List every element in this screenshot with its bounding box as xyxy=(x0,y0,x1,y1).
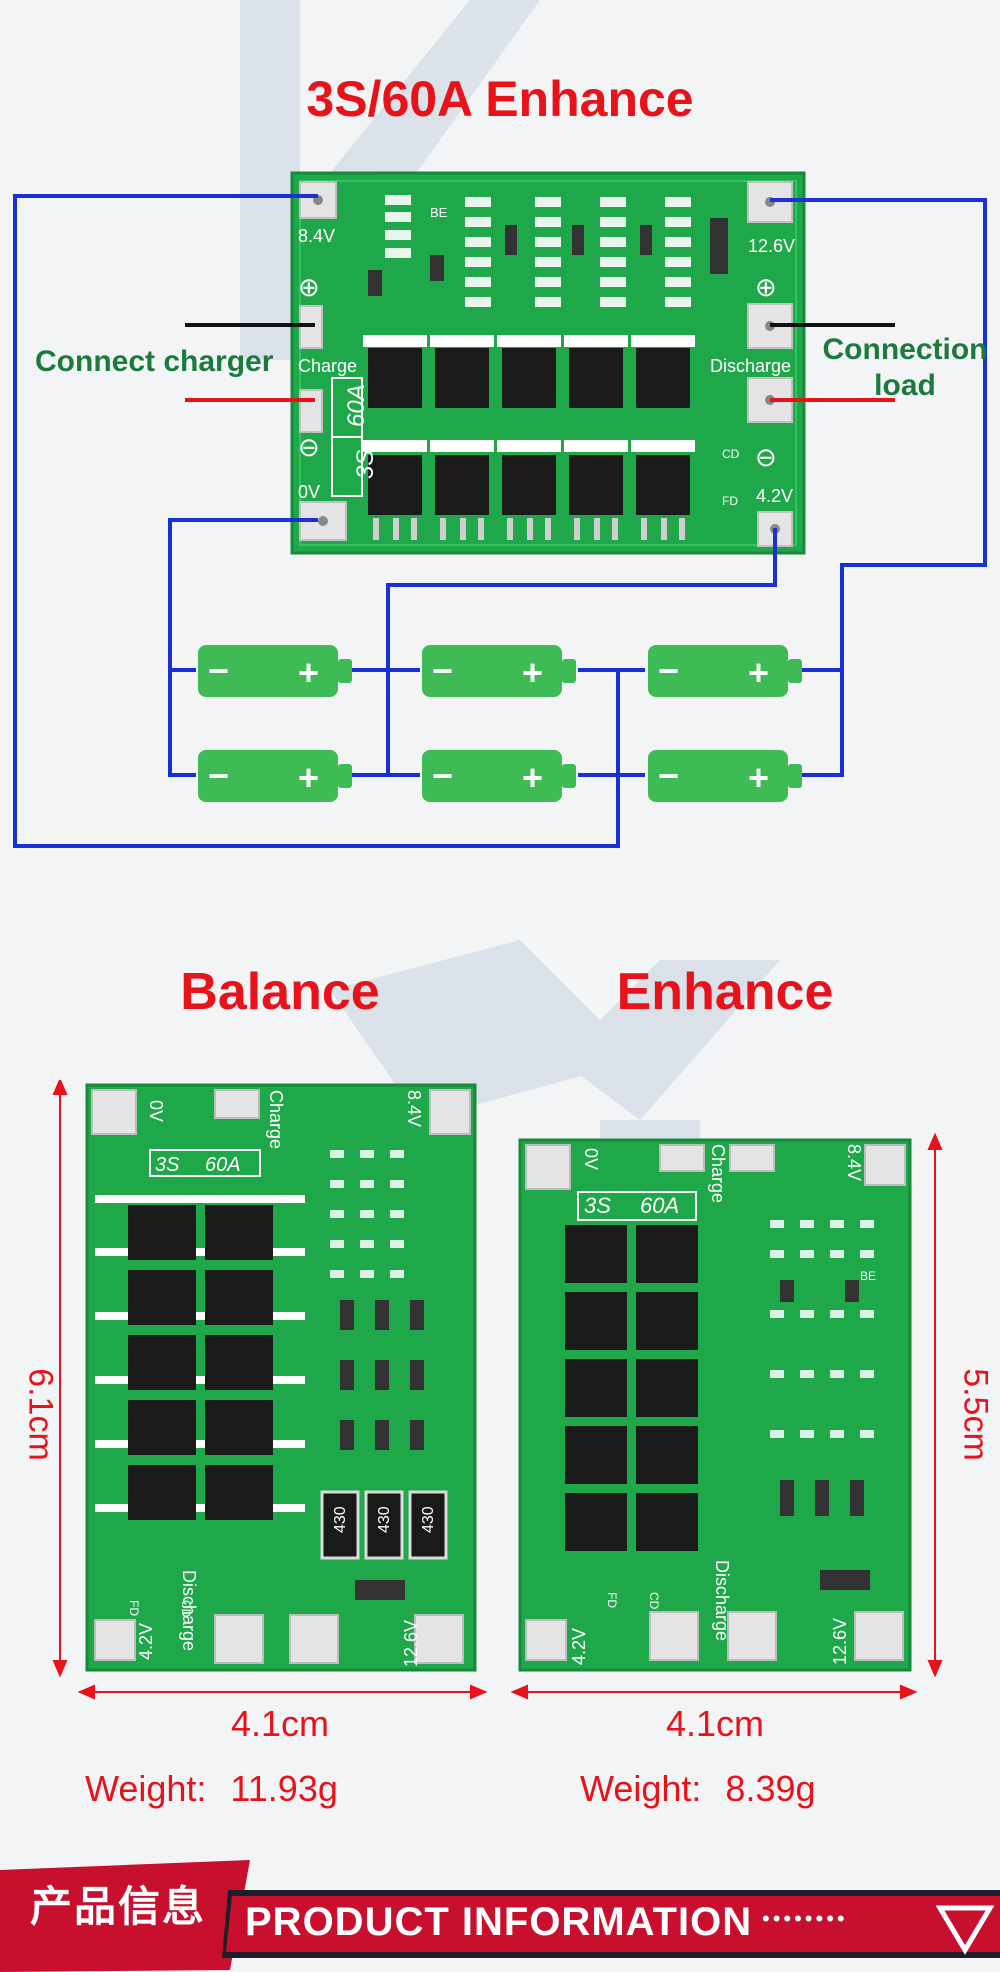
battery-cells xyxy=(198,645,802,802)
silk-12v6-label: 12.6V xyxy=(748,236,795,256)
enhance-weight-value: 8.39g xyxy=(725,1768,816,1809)
battery-4 xyxy=(198,750,352,802)
mosfet-array xyxy=(363,335,695,540)
enhance-silk-discharge: Discharge xyxy=(712,1560,732,1641)
balance-silk-4v2: 4.2V xyxy=(136,1623,156,1660)
connection-load-line-2: load xyxy=(874,369,936,402)
battery-6 xyxy=(648,750,802,802)
battery-5-plus: + xyxy=(522,757,543,798)
balance-silk-discharge: Discharge xyxy=(179,1570,199,1651)
balance-silk-charge: Charge xyxy=(266,1090,286,1149)
balance-silk-12v6: 12.6V xyxy=(401,1620,421,1667)
balance-resistor-3-code: 430 xyxy=(420,1506,437,1533)
battery-6-plus: + xyxy=(748,757,769,798)
triangle-icon xyxy=(935,1905,995,1955)
silk-4v2-label: 4.2V xyxy=(756,486,793,506)
battery-1-minus: − xyxy=(208,650,229,691)
enhance-weight: Weight: 8.39g xyxy=(580,1768,816,1810)
enhance-silk-cd: CD xyxy=(647,1592,661,1610)
silk-model-60a: 60A xyxy=(343,384,370,427)
wiring-diagram: 8.4V Charge 0V ⊕ ⊖ 12.6V Discharge 4.2V … xyxy=(13,171,987,848)
battery-1 xyxy=(198,645,352,697)
balance-silk-3s: 3S xyxy=(155,1154,180,1176)
balance-title: Balance xyxy=(180,963,380,1021)
balance-silk-fd: FD xyxy=(127,1600,141,1616)
banner-cn-label: 产品信息 xyxy=(30,1883,207,1930)
battery-4-plus: + xyxy=(298,757,319,798)
silk-minus-symbol: ⊖ xyxy=(298,432,320,462)
enhance-silk-60a: 60A xyxy=(640,1193,679,1218)
dimension-lines xyxy=(52,1080,943,1700)
battery-3-plus: + xyxy=(748,652,769,693)
enhance-silk-fd: FD xyxy=(605,1592,619,1608)
enhance-pcb-board xyxy=(518,1138,912,1672)
battery-4-minus: − xyxy=(208,755,229,796)
silk-fd-label: FD xyxy=(722,494,738,508)
enhance-silk-4v2: 4.2V xyxy=(569,1628,589,1665)
balance-weight-label: Weight: xyxy=(85,1768,207,1809)
balance-pcb-board xyxy=(85,1083,477,1672)
enhance-title: Enhance xyxy=(616,963,834,1021)
battery-5 xyxy=(422,750,576,802)
silk-8v4-label: 8.4V xyxy=(298,226,335,246)
top-pcb-board xyxy=(290,171,806,555)
comparison-boards: 430 430 430 3S 60A 0V Charge 8.4V 4.2V D… xyxy=(52,1080,943,1700)
battery-3-minus: − xyxy=(658,650,679,691)
balance-resistor-2-code: 430 xyxy=(376,1506,393,1533)
enhance-height-dimension: 5.5cm xyxy=(956,1368,995,1461)
balance-silk-cd: CD xyxy=(179,1600,193,1618)
silk-charge-label: Charge xyxy=(298,356,357,376)
battery-5-minus: − xyxy=(432,755,453,796)
wiring-title: 3S/60A Enhance xyxy=(306,71,694,127)
product-info-banner xyxy=(0,1860,1000,1972)
battery-2 xyxy=(422,645,576,697)
silk-plus-symbol: ⊕ xyxy=(298,272,320,302)
balance-silk-8v4: 8.4V xyxy=(404,1090,424,1127)
silk-be-label: BE xyxy=(430,205,448,220)
enhance-silk-3s: 3S xyxy=(584,1193,611,1218)
battery-3 xyxy=(648,645,802,697)
enhance-silk-charge: Charge xyxy=(708,1144,728,1203)
battery-6-minus: − xyxy=(658,755,679,796)
connect-charger-label: Connect charger xyxy=(35,345,274,378)
balance-weight: Weight: 11.93g xyxy=(85,1768,338,1810)
silk-discharge-label: Discharge xyxy=(710,356,791,376)
balance-silk-60a: 60A xyxy=(205,1154,241,1176)
silk-0v-label: 0V xyxy=(298,482,320,502)
silk-minus-symbol-right: ⊖ xyxy=(755,442,777,472)
balance-resistor-1-code: 430 xyxy=(332,1506,349,1533)
enhance-silk-8v4: 8.4V xyxy=(844,1144,864,1181)
banner-dots: •••••••• xyxy=(762,1906,848,1931)
balance-weight-value: 11.93g xyxy=(230,1768,338,1809)
battery-1-plus: + xyxy=(298,652,319,693)
blue-wires xyxy=(13,194,987,848)
enhance-silk-0v: 0V xyxy=(581,1148,601,1170)
enhance-weight-label: Weight: xyxy=(580,1768,702,1809)
silk-cd-label: CD xyxy=(722,447,740,461)
enhance-width-dimension: 4.1cm xyxy=(665,1703,765,1744)
banner-en-label: PRODUCT INFORMATION xyxy=(245,1900,753,1944)
silk-model-3s: 3S xyxy=(352,450,379,479)
enhance-silk-12v6: 12.6V xyxy=(830,1618,850,1665)
battery-2-plus: + xyxy=(522,652,543,693)
enhance-silk-be: BE xyxy=(860,1269,876,1283)
battery-2-minus: − xyxy=(432,650,453,691)
connection-load-line-1: Connection xyxy=(822,333,988,366)
balance-height-dimension: 6.1cm xyxy=(21,1368,60,1461)
silk-plus-symbol-right: ⊕ xyxy=(755,272,777,302)
balance-width-dimension: 4.1cm xyxy=(230,1703,330,1744)
balance-silk-0v: 0V xyxy=(146,1100,166,1122)
connection-load-label: Connection load xyxy=(815,332,995,404)
